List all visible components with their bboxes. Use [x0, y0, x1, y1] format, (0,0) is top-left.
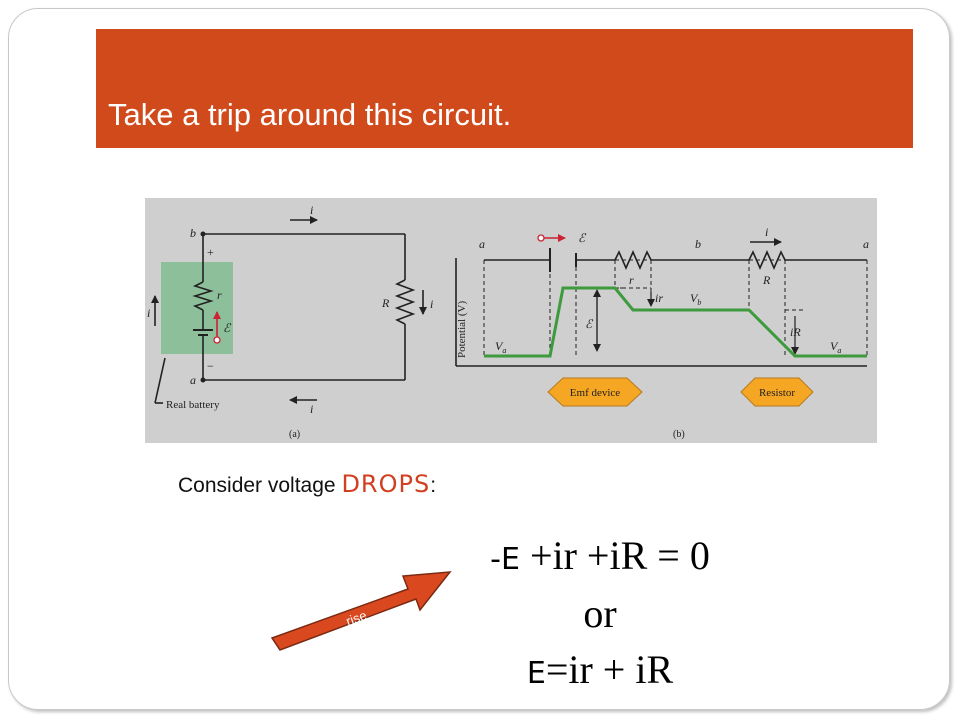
b-ir-label: ir [655, 291, 663, 305]
eq3-rest: =ir + iR [545, 647, 674, 692]
circuit-figure: i i i i b a + − r ℰ R Real battery (a) [145, 198, 877, 443]
b-R-label: R [762, 273, 771, 287]
a-caption: (a) [289, 429, 300, 440]
b-emf-label: ℰ [578, 231, 587, 245]
eq3-emf-symbol: E [526, 656, 546, 691]
b-y-axis-label: Potential (V) [456, 301, 468, 358]
b-caption: (b) [673, 429, 685, 440]
b-va-right: Va [830, 339, 841, 355]
eq1-rest: +ir +iR = 0 [519, 533, 710, 578]
a-R-label: R [381, 296, 390, 310]
a-node-a: a [190, 373, 196, 387]
b-va-left: Va [495, 339, 506, 355]
eq1-minus: - [490, 542, 501, 577]
equation-line-1: -E +ir +iR = 0 [420, 532, 780, 579]
b-emf-rise-label: ℰ [585, 317, 594, 331]
b-node-b: b [695, 237, 701, 251]
slide-frame [8, 8, 950, 710]
a-r-label: r [217, 288, 222, 302]
consider-prefix: Consider voltage [178, 474, 342, 497]
b-emf-device-label: Emf device [570, 387, 621, 399]
circuit-figure-svg: i i i i b a + − r ℰ R Real battery (a) [147, 203, 869, 440]
resistor-callout: Resistor [740, 377, 814, 407]
panel-a: i i i i b a + − r ℰ R Real battery (a) [147, 203, 433, 440]
emf-device-callout: Emf device [547, 377, 643, 407]
b-r-label: r [629, 273, 634, 287]
eq1-emf-symbol: E [500, 542, 520, 577]
rise-label: rise [344, 608, 369, 629]
b-resistor-label: Resistor [759, 387, 795, 399]
a-node-b: b [190, 226, 196, 240]
slide-title: Take a trip around this circuit. [108, 97, 512, 132]
a-plus: + [207, 245, 214, 259]
a-current-left: i [147, 306, 150, 320]
a-current-top: i [310, 203, 313, 217]
panel-b: a b a ℰ r i R Potential (V) Va Vb Va ir … [455, 225, 869, 440]
b-iR-label: iR [790, 325, 801, 339]
equation-line-2: E=ir + iR [420, 646, 780, 693]
b-vb: Vb [690, 291, 701, 307]
real-battery-box [161, 262, 233, 354]
a-minus: − [207, 359, 214, 373]
rise-arrow: rise [270, 571, 452, 651]
a-emf-label: ℰ [223, 321, 232, 335]
consider-drops-text: Consider voltage DROPS: [178, 470, 436, 498]
a-current-right: i [430, 297, 433, 311]
equation-or: or [583, 591, 617, 636]
b-node-a-right: a [863, 237, 869, 251]
drops-word: DROPS [341, 470, 431, 498]
b-node-a-left: a [479, 237, 485, 251]
title-bar: Take a trip around this circuit. [96, 29, 913, 148]
a-current-bottom: i [310, 402, 313, 416]
a-battery-label: Real battery [166, 399, 220, 411]
consider-colon: : [430, 474, 437, 497]
b-current-label: i [765, 225, 768, 239]
